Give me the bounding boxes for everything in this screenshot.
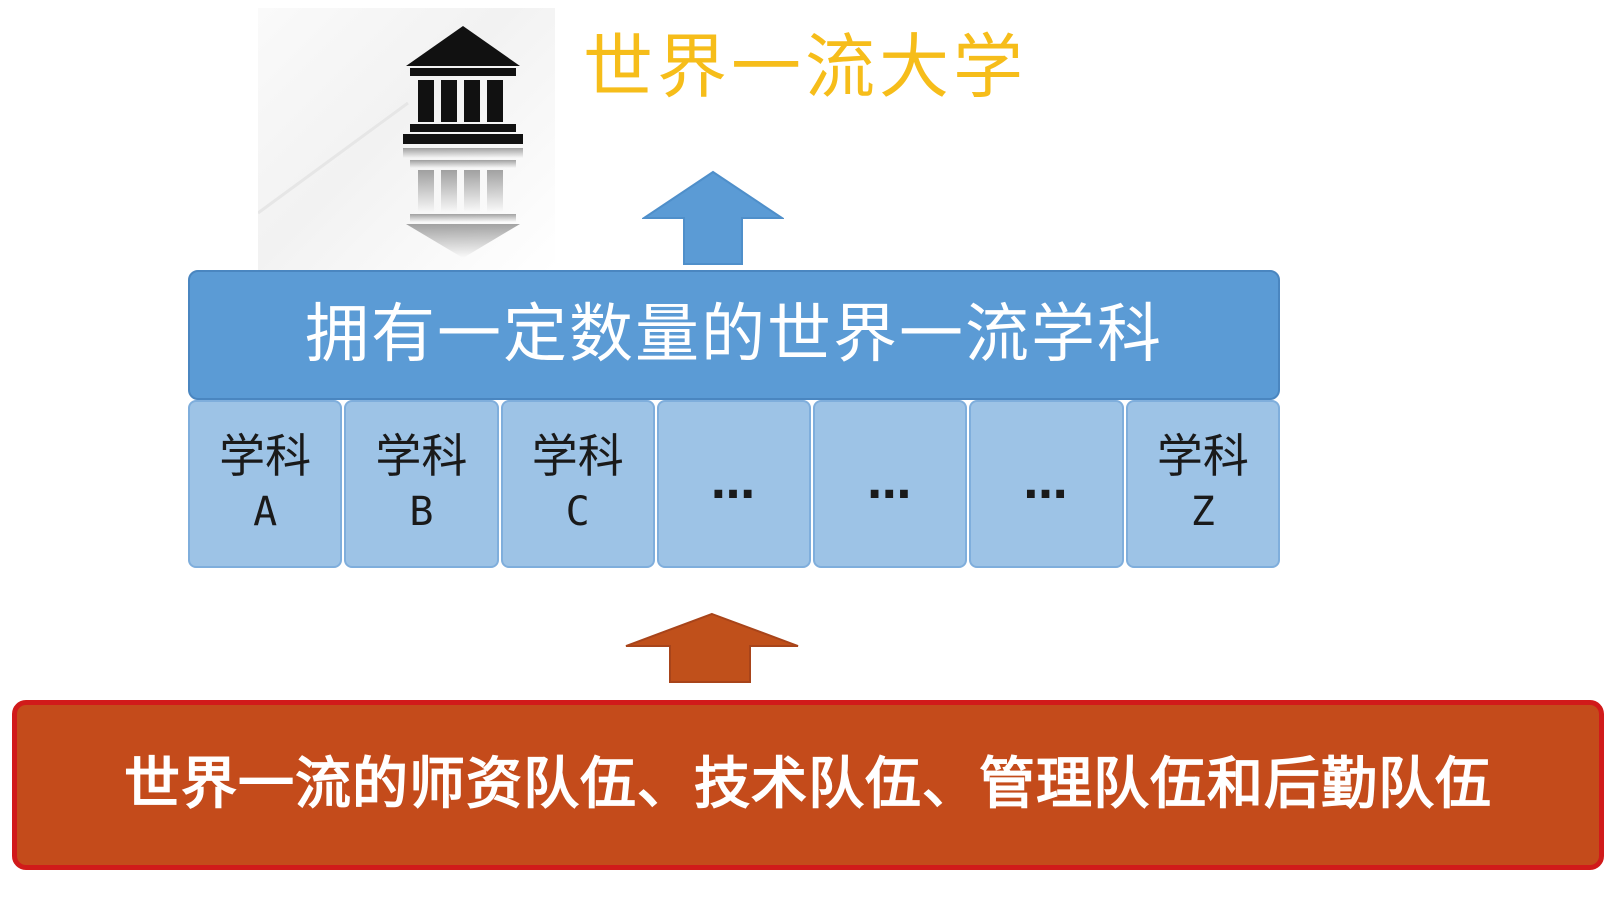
university-building-icon [258,26,523,258]
subjects-banner: 拥有一定数量的世界一流学科 [188,270,1280,400]
subject-cell: 学科 Z [1125,400,1280,568]
up-arrow-icon [642,170,784,265]
ellipsis: … [710,458,757,509]
subject-cell: 学科 A [188,400,343,568]
subject-letter: A [253,489,278,535]
subject-name: 学科 [375,429,468,483]
ellipsis: … [867,458,914,509]
subject-cell: 学科 C [500,400,655,568]
ellipsis: … [1023,458,1070,509]
subject-letter: C [565,489,590,535]
subject-name: 学科 [531,429,624,483]
goal-title: 世界一流大学 [583,26,1027,108]
foundation-box: 世界一流的师资队伍、技术队伍、管理队伍和后勤队伍 [12,700,1604,870]
subject-cells: 学科 A 学科 B 学科 C … … … 学科 Z [188,400,1280,568]
logo-area [258,8,555,270]
subjects-panel: 拥有一定数量的世界一流学科 学科 A 学科 B 学科 C … … … 学科 Z [188,270,1280,570]
subject-letter: Z [1190,489,1215,535]
subject-cell-ellipsis: … [656,400,812,568]
subject-name: 学科 [1156,429,1249,483]
subject-name: 学科 [219,429,312,483]
subject-cell: 学科 B [344,400,499,568]
subject-letter: B [409,489,434,535]
up-arrow-icon [625,612,799,683]
subject-cell-ellipsis: … [969,400,1124,568]
subject-cell-ellipsis: … [813,400,968,568]
